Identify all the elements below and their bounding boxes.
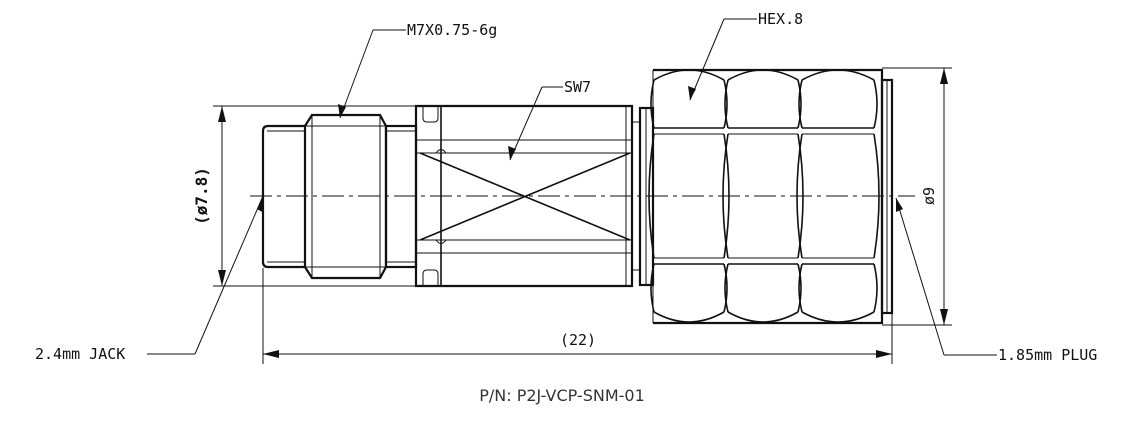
label-diameter-left: (ø7.8) [192, 167, 211, 225]
label-plug: 1.85mm PLUG [998, 346, 1097, 364]
leader-hex [688, 18, 757, 101]
leader-thread [338, 29, 406, 119]
label-length: (22) [560, 331, 596, 349]
plug-face [880, 78, 894, 315]
dimension-length [262, 268, 893, 364]
wrench-flat-body [414, 104, 640, 288]
dimension-right-diameter [882, 67, 952, 326]
leader-jack [147, 195, 264, 355]
label-thread: M7X0.75-6g [407, 21, 497, 39]
part-number: P/N: P2J-VCP-SNM-01 [479, 386, 645, 405]
leader-wrench [508, 86, 563, 161]
label-diameter-right: ø9 [920, 187, 938, 205]
dimension-left-diameter [213, 105, 416, 287]
label-hex: HEX.8 [758, 10, 803, 28]
thread-nut [303, 113, 418, 280]
label-wrench: SW7 [564, 78, 591, 96]
leader-plug [895, 197, 997, 356]
label-jack: 2.4mm JACK [35, 345, 125, 363]
